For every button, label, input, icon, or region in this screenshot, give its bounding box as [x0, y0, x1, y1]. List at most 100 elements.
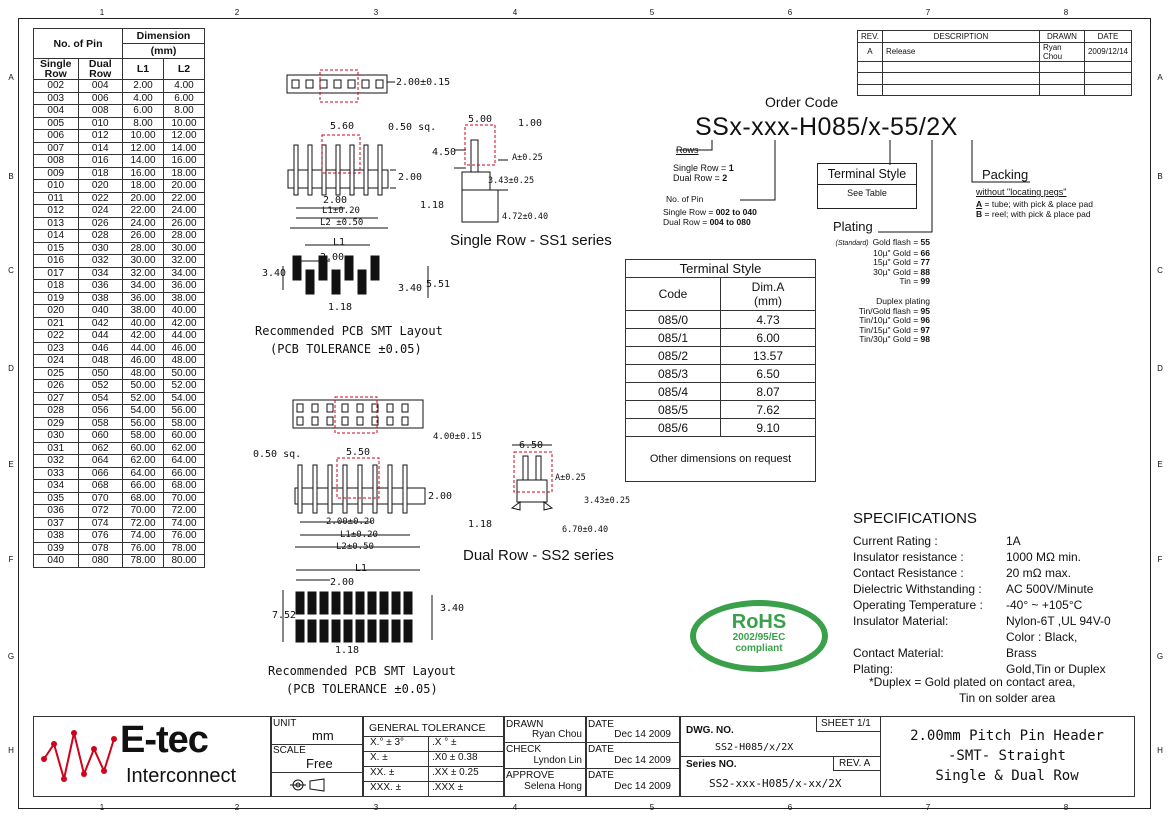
zone-col-2: 2: [234, 8, 240, 17]
spec-label: Insulator resistance :: [853, 550, 964, 564]
dates-cell: DATE Dec 14 2009 DATE Dec 14 2009 DATE D…: [586, 716, 680, 797]
general-tolerance-cell: GENERAL TOLERANCE X.° ± 3° .X ° ± X. ± .X0…: [363, 716, 504, 797]
spec-value: 1000 MΩ min.: [1006, 550, 1081, 564]
order-code-value: SSx-xxx-H085/x-55/2X: [695, 113, 958, 141]
unit-label: UNIT: [273, 718, 297, 729]
zone-row-H: H: [1157, 746, 1163, 755]
dim-l1-b: L1±0.20: [340, 530, 378, 540]
spec-label: Contact Material:: [853, 646, 944, 660]
ss1-series-label: Single Row - SS1 series: [450, 232, 612, 249]
dim-6-70: 6.70±0.40: [562, 525, 609, 535]
pcb-tolerance-1: (PCB TOLERANCE ±0.05): [270, 342, 422, 356]
checked-by: Lyndon Lin: [533, 755, 582, 766]
ss1-pcb-layout: [292, 255, 380, 295]
rohs-logo: RoHS 2002/95/EC compliant: [690, 600, 828, 672]
zone-col-6: 6: [787, 803, 793, 812]
terminal-code: 085/3: [625, 364, 721, 383]
pcb-layout-title-1: Recommended PCB SMT Layout: [255, 324, 443, 338]
dim-2-00-pitch: 2.00: [323, 195, 348, 206]
terminal-dim-a: 8.07: [720, 382, 816, 401]
plating-title: Plating: [833, 219, 873, 234]
dim-3-40: 3.40: [262, 268, 287, 279]
zone-col-8: 8: [1063, 803, 1069, 812]
title-line-2: -SMT- Straight: [947, 748, 1066, 764]
unit-scale-cell: UNIT mm SCALE Free: [271, 716, 363, 797]
packing-title: Packing: [982, 167, 1029, 182]
spec-value: Nylon-6T ,UL 94V-0: [1006, 614, 1111, 628]
dim-5-50: 5.50: [346, 447, 371, 458]
dim-5-51: 5.51: [426, 279, 451, 290]
scale-label: SCALE: [273, 745, 306, 756]
dim-2-00-c: 2.00: [330, 577, 355, 588]
tolerance-right: .X ° ±: [432, 737, 457, 748]
zone-row-E: E: [1157, 460, 1163, 469]
dim-0-50-sq: 0.50 sq.: [388, 122, 437, 133]
terminal-code: 085/6: [625, 418, 721, 437]
zone-row-D: D: [8, 364, 14, 373]
zone-row-A: A: [1157, 73, 1163, 82]
terminal-style-box-title: Terminal Style: [818, 167, 916, 185]
header-dimension: Dimension: [122, 28, 205, 44]
tolerance-left: X.° ± 3°: [370, 737, 405, 748]
ss1-end-view: [454, 124, 508, 223]
tolerance-right: .X0 ± 0.38: [432, 752, 478, 763]
terminal-dim-a: 6.50: [720, 364, 816, 383]
specs-duplex-1: *Duplex = Gold plated on contact area,: [869, 675, 1076, 689]
general-tolerance-title: GENERAL TOLERANCE: [369, 722, 486, 734]
tolerance-left: XXX. ±: [370, 782, 402, 793]
dim-l2-b: L2±0.50: [336, 542, 374, 552]
rohs-text: RoHS: [731, 611, 787, 633]
zone-col-2: 2: [234, 803, 240, 812]
order-code-title: Order Code: [765, 94, 839, 110]
drawn-label: DRAWN: [506, 719, 544, 730]
rows-single: Single Row = 1: [673, 163, 734, 173]
tolerance-right: .XX ± 0.25: [432, 767, 479, 778]
etec-logo-text: E-tec: [120, 719, 209, 761]
date-label-2: DATE: [588, 744, 614, 755]
tolerance-left: XX. ±: [370, 767, 395, 778]
spec-row: Contact Material:Brass: [853, 645, 1133, 661]
zone-row-G: G: [1156, 652, 1164, 661]
pin-title: No. of Pin: [666, 194, 704, 204]
zone-col-4: 4: [512, 8, 518, 17]
header-l2: L2: [163, 58, 205, 80]
zone-row-B: B: [8, 172, 14, 181]
terminal-code: 085/1: [625, 328, 721, 347]
plating-item: 30µ" Gold = 88: [873, 266, 930, 277]
packing-a: A = tube; with pick & place pad: [976, 199, 1093, 209]
zone-col-3: 3: [373, 803, 379, 812]
duplex-title: Duplex plating: [876, 296, 930, 306]
spec-label: Plating:: [853, 662, 894, 676]
terminal-code: 085/0: [625, 310, 721, 329]
rev-label: REV. A: [839, 758, 871, 769]
terminal-footer: Other dimensions on request: [625, 436, 816, 482]
dim-4-50: 4.50: [432, 147, 457, 158]
dim-3-40-c: 3.40: [440, 603, 465, 614]
zone-row-B: B: [1157, 172, 1163, 181]
rows-title: Rows: [676, 145, 699, 155]
ss2-top-view: [292, 396, 424, 434]
zone-col-4: 4: [512, 803, 518, 812]
header-l1: L1: [122, 58, 164, 80]
zone-col-8: 8: [1063, 8, 1069, 17]
terminal-dim-a: 13.57: [720, 346, 816, 365]
dim-3-43: 3.43±0.25: [488, 176, 535, 186]
series-no-label: Series NO.: [686, 759, 737, 770]
zone-col-5: 5: [649, 803, 655, 812]
spec-row: Dielectric Withstanding :AC 500V/Minute: [853, 581, 1133, 597]
terminal-see-table: See Table: [847, 188, 887, 198]
tolerance-left: X. ±: [370, 752, 388, 763]
rohs-directive: 2002/95/EC: [732, 632, 786, 643]
